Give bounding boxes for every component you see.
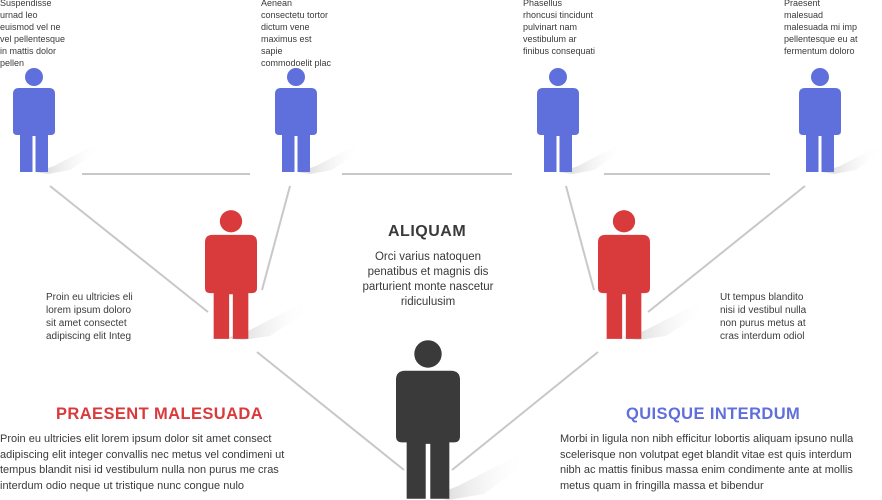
- center-title: ALIQUAM: [388, 223, 467, 240]
- person-icon-red: [205, 210, 257, 339]
- person-shadow: [298, 146, 362, 174]
- connector-line: [261, 185, 291, 291]
- connector-line: [565, 185, 595, 291]
- person-shadow: [432, 456, 528, 500]
- connector-line: [49, 185, 209, 313]
- connector-line: [256, 351, 405, 471]
- person-shadow: [822, 146, 882, 174]
- person-shadow: [36, 146, 100, 174]
- person-shadow: [624, 304, 706, 340]
- person-shadow: [560, 146, 624, 174]
- person-icon-red: [598, 210, 650, 339]
- center-body: Orci varius natoquen penatibus et magnis…: [362, 251, 494, 308]
- left-section-body: Proin eu ultricies elit lorem ipsum dolo…: [0, 433, 285, 492]
- connector-lines: [49, 173, 806, 471]
- connector-line: [647, 185, 806, 313]
- person-shadows: [36, 146, 882, 500]
- person-icon-blue: [13, 68, 55, 172]
- person-icon-blue: [537, 68, 579, 172]
- top-text-4: Praesent malesuad malesuada mi imp pelle…: [784, 0, 858, 56]
- top-text-1: Suspendisse urnad leo euismod vel ne vel…: [0, 0, 66, 68]
- top-text-3: Phasellus rhoncusi tincidunt pulvinart n…: [523, 0, 596, 56]
- connector-line: [451, 351, 599, 471]
- left-section-title: PRAESENT MALESUADA: [56, 405, 264, 423]
- person-icon-blue: [799, 68, 841, 172]
- person-icon-dark: [396, 340, 460, 499]
- person-icon-blue: [275, 68, 317, 172]
- middle-left-text: Proin eu ultricies eli lorem ipsum dolor…: [46, 292, 133, 342]
- middle-right-text: Ut tempus blandito nisi id vestibul null…: [720, 292, 807, 342]
- right-section-title: QUISQUE INTERDUM: [626, 405, 801, 423]
- person-shadow: [228, 304, 310, 340]
- right-section-body: Morbi in ligula non nibh efficitur lobor…: [560, 433, 854, 492]
- top-text-2: Aenean consectetu tortor dictum vene max…: [261, 0, 332, 68]
